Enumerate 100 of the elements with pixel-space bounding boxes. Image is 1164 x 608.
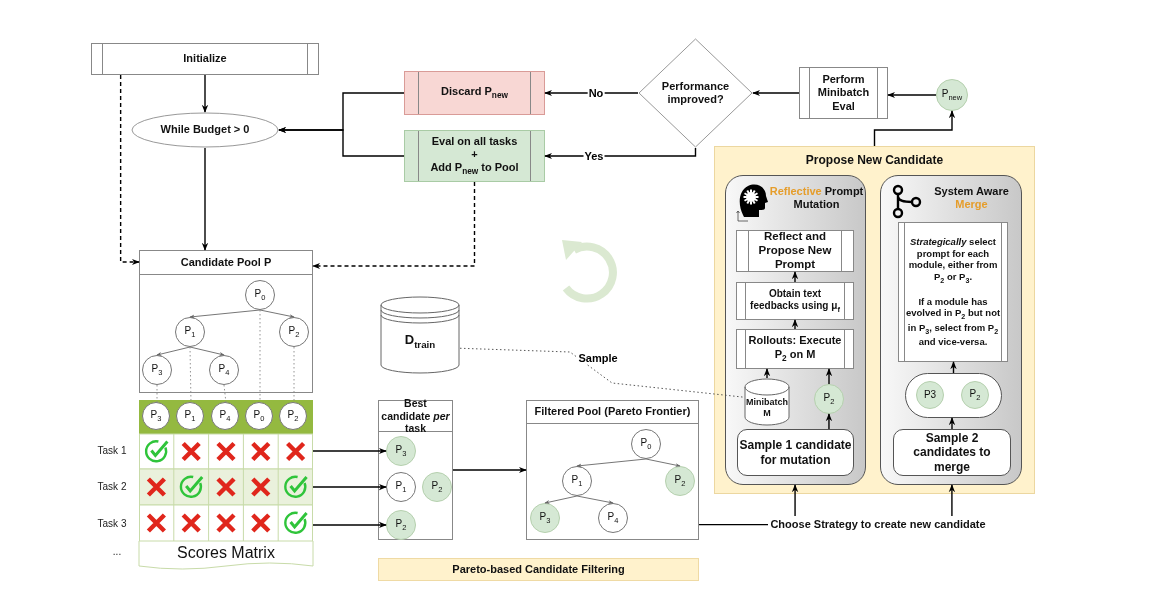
candidate-circle	[386, 436, 416, 466]
process-box	[91, 43, 319, 75]
edge-label: No	[587, 86, 605, 100]
row-label: ...	[111, 546, 123, 557]
row-label: Task 2	[96, 481, 128, 492]
container-panel	[378, 400, 453, 540]
candidate-label: P$_{2}$	[969, 388, 981, 402]
candidate-label: P$_{0}$	[253, 409, 265, 423]
rounded-box	[737, 429, 854, 476]
candidate-circle	[562, 466, 592, 496]
arrow	[873, 110, 956, 147]
arrow	[948, 484, 956, 517]
dotted-line	[293, 346, 295, 404]
candidate-label: P$_{2}$	[395, 518, 407, 532]
arrow	[825, 413, 833, 430]
panel-heading: System Aware Merge	[933, 185, 1010, 212]
panel-heading: Reflective Prompt Mutation	[768, 185, 865, 212]
rounded-box	[893, 429, 1011, 476]
scores-matrix	[139, 400, 313, 570]
candidate-label: P$_{2}$	[288, 325, 300, 339]
candidate-label: P$_{2}$	[674, 474, 686, 488]
candidate-circle	[598, 503, 628, 533]
candidate-circle	[530, 503, 560, 533]
candidate-label: P$_{1}$	[184, 409, 196, 423]
arrow	[763, 368, 771, 379]
panel-heading: Best candidate per task	[379, 401, 452, 432]
process-box	[404, 130, 545, 182]
node-label: Sample 1 candidate for mutation	[738, 438, 853, 467]
node-label: While Budget > 0	[160, 123, 250, 137]
process-box	[736, 329, 854, 369]
process-box	[736, 282, 854, 320]
arrow	[312, 447, 387, 455]
node-label: Minibatch M	[745, 397, 789, 419]
candidate-circle	[814, 384, 844, 414]
container-panel	[526, 400, 699, 540]
candidate-label: P3	[923, 389, 937, 401]
candidate-label: P$_{1}$	[395, 480, 407, 494]
edge-label: Sample	[577, 351, 619, 365]
arrow	[791, 319, 799, 330]
dotted-line	[223, 384, 227, 404]
candidate-circle	[175, 317, 205, 347]
dotted-line	[459, 347, 745, 398]
node-label: Pareto-based Candidate Filtering	[452, 562, 625, 577]
candidate-label: P$_{4}$	[607, 511, 619, 525]
pair-capsule	[905, 373, 1002, 418]
candidate-label: P$_{0}$	[640, 437, 652, 451]
node-label: Discard P$_{new}$	[440, 84, 509, 102]
candidate-label: P$_{1}$	[571, 474, 583, 488]
dotted-line	[259, 309, 261, 404]
candidate-circle	[936, 79, 968, 111]
candidate-label: P$_{2}$	[431, 480, 443, 494]
arrow	[201, 74, 209, 113]
paragraph-text: Strategically select prompt for each module, either from P$_{2}$ or P$_{3}$.	[907, 236, 999, 286]
arrow	[544, 89, 639, 97]
strategy-panel	[725, 175, 866, 485]
arrow	[752, 89, 800, 97]
arrow	[825, 368, 833, 385]
candidate-circle	[142, 355, 172, 385]
arrow	[950, 361, 957, 374]
candidate-label: P$_{3}$	[151, 363, 163, 377]
candidate-label: P$_{3}$	[539, 511, 551, 525]
row-label: Task 3	[96, 518, 128, 529]
candidate-circle	[631, 429, 661, 459]
row-label: Task 1	[96, 445, 128, 456]
candidate-label: P$_{0}$	[254, 288, 266, 302]
section-banner	[378, 558, 699, 581]
container-panel	[139, 250, 313, 393]
panel-heading: Propose New Candidate	[804, 153, 945, 168]
candidate-label: P$_{new}$	[941, 88, 963, 102]
candidate-circle	[916, 381, 944, 409]
node-label: D$_{train}$	[404, 331, 436, 351]
connector-line	[698, 523, 769, 526]
matrix-caption: Scores Matrix	[176, 542, 276, 562]
arrow	[791, 484, 799, 517]
candidate-circle	[665, 466, 695, 496]
candidate-label: P$_{4}$	[219, 409, 231, 423]
candidate-label: P$_{2}$	[287, 409, 299, 423]
node-label: Perform Minibatch Eval	[816, 73, 871, 113]
node-label: Eval on all tasks	[430, 134, 519, 148]
arrow	[312, 181, 476, 270]
arrow	[948, 417, 956, 430]
candidate-circle	[386, 472, 416, 502]
process-box	[404, 71, 545, 115]
dotted-line	[156, 384, 158, 404]
node-label: +	[470, 147, 479, 162]
candidate-label: P$_{4}$	[218, 363, 230, 377]
panel-heading: Candidate Pool P	[140, 251, 312, 275]
arrow	[201, 147, 209, 251]
process-box	[736, 230, 854, 272]
arrow	[791, 271, 799, 283]
candidate-circle	[209, 355, 239, 385]
arrow	[312, 483, 387, 491]
candidate-label: P$_{1}$	[184, 325, 196, 339]
process-box	[898, 222, 1008, 362]
candidate-circle	[279, 317, 309, 347]
strategy-panel	[880, 175, 1022, 485]
arrow	[452, 466, 527, 474]
strategy-label: Choose Strategy to create new candidate	[770, 518, 986, 532]
node-label: Performance improved?	[660, 79, 731, 107]
node-label: Initialize	[182, 52, 228, 66]
